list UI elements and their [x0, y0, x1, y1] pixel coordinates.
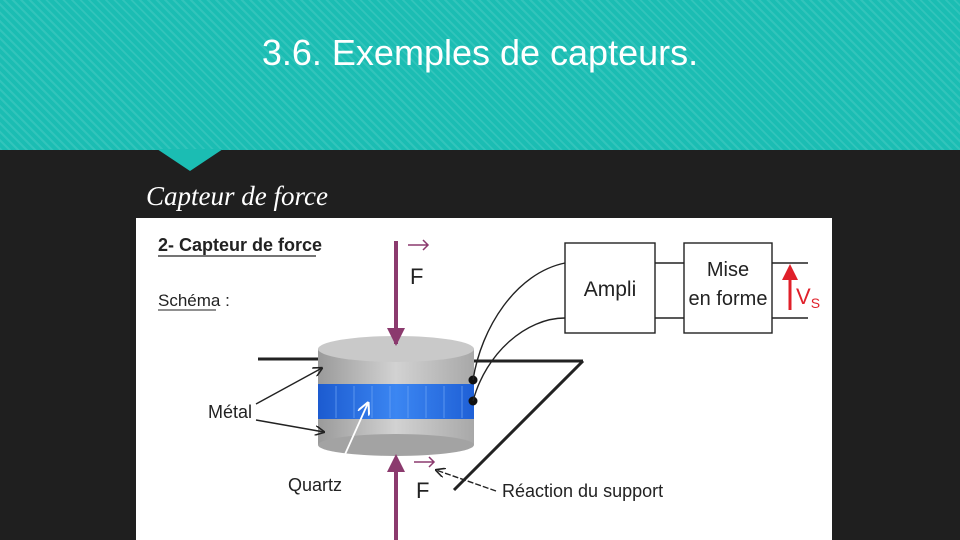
vector-arrow-top: [408, 239, 430, 251]
ampli-box: [564, 242, 656, 334]
cylinder-top-face: [318, 336, 474, 362]
metal-label: Métal: [208, 402, 252, 422]
ampli-label: Ampli: [584, 278, 637, 301]
force-arrow-bottom-head: [387, 454, 405, 472]
output-arrow-head: [782, 264, 798, 280]
shaping-label-line2: en forme: [689, 288, 768, 310]
schema-label: Schéma :: [158, 291, 230, 310]
force-arrow-top-head: [387, 328, 405, 346]
wire-bottom: [472, 317, 566, 402]
force-label-top: F: [410, 264, 423, 289]
shaping-box: [683, 242, 773, 334]
quartz-texture: [335, 386, 463, 418]
force-sensor-diagram: 2- Capteur de force Schéma : F: [136, 218, 832, 540]
force-label-bottom: F: [416, 478, 429, 503]
shaping-label-line1: Mise: [707, 259, 749, 281]
diagram-heading: 2- Capteur de force: [158, 235, 322, 255]
slide-title: 3.6. Exemples de capteurs.: [261, 32, 699, 73]
quartz-label: Quartz: [288, 475, 342, 495]
cylinder-bottom-edge: [318, 434, 474, 456]
vector-arrow-bottom: [414, 456, 436, 468]
header-notch: [157, 149, 223, 171]
header-banner: [0, 0, 960, 150]
support-diagonal: [452, 359, 585, 492]
reaction-label: Réaction du support: [502, 481, 663, 501]
output-voltage-label: VS: [796, 284, 820, 311]
diagram-svg: 2- Capteur de force Schéma : F: [158, 235, 820, 540]
quartz-pointer: [337, 403, 368, 471]
wire-top: [472, 262, 566, 381]
quartz-layer: [318, 384, 474, 419]
slide-subtitle: Capteur de force: [146, 181, 328, 211]
sensor-cylinder: [318, 336, 474, 456]
reaction-pointer: [436, 470, 497, 492]
metal-pointer-top: [255, 368, 322, 405]
metal-pointer-bottom: [255, 419, 324, 432]
